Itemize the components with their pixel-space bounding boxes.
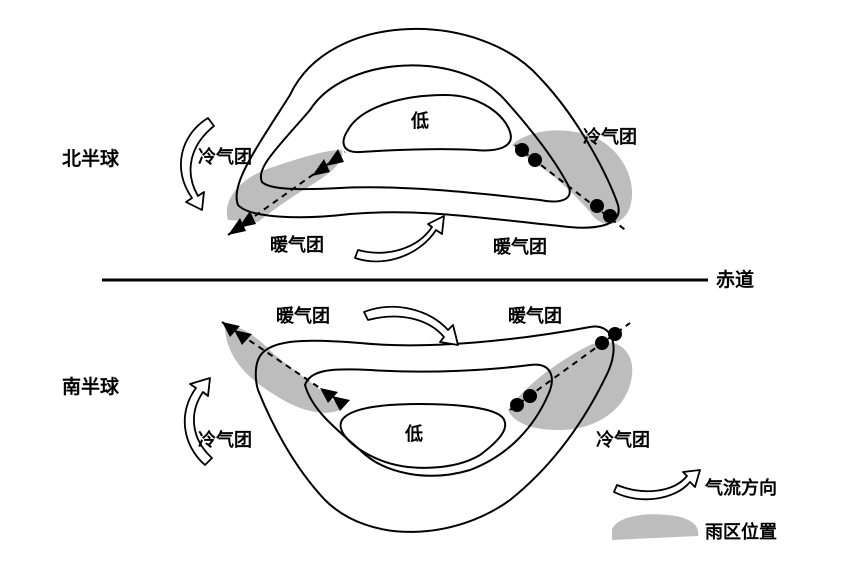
warm-front-south-semicircle [595,336,609,350]
rain-area-south-cold-front [225,326,342,413]
equator-label: 赤道 [716,268,754,291]
warm-front-north-semicircle [528,153,542,167]
warm-front-south-semicircle [510,398,524,412]
warm-front-north-semicircle [590,199,604,213]
legend-airflow-arrow-icon [613,469,701,501]
isobar-north-middle [259,64,571,203]
cold-air-mass-label-south-right: 冷气团 [596,429,650,451]
cold-front-south-triangle [320,388,338,403]
cold-front-north-triangle [228,218,246,235]
isobar-north-inner [342,93,512,154]
northern-hemisphere-label: 北半球 [62,147,120,170]
cold-air-mass-label-north-right: 冷气团 [583,126,637,148]
warm-air-mass-label-north-right: 暖气团 [493,236,547,258]
cold-front-south-triangle [234,330,252,345]
warm-air-mass-label-south-right: 暖气团 [508,305,562,327]
rain-area-north-warm-front [512,130,633,224]
northern-hemisphere-system [180,27,633,263]
legend-rain-area-swatch [612,514,699,540]
cold-front-south-triangle [332,396,350,411]
legend-rain-area-label: 雨区位置 [705,521,777,543]
warm-front-north-semicircle [603,209,617,223]
isobar-south-inner [339,402,507,469]
airflow-arrow-north-warm [354,215,445,263]
cold-front-south-triangle [222,322,240,337]
airflow-arrow-south-warm [363,305,459,346]
airflow-arrow-north-cold [180,117,215,211]
warm-front-north-semicircle [515,143,529,157]
warm-front-south-semicircle [523,389,537,403]
warm-air-mass-label-south-left: 暖气团 [276,305,330,327]
cold-front-north-triangle [326,149,344,166]
warm-air-mass-label-north-left: 暖气团 [270,234,324,256]
warm-front-south-semicircle [608,327,622,341]
low-pressure-label-south: 低 [404,423,423,445]
legend [612,469,701,540]
southern-hemisphere-system [183,305,633,533]
southern-hemisphere-label: 南半球 [62,375,120,398]
isobar-south-outer [254,325,615,533]
legend-airflow-label: 气流方向 [704,477,777,499]
cold-front-north-triangle [238,211,256,228]
isobar-north-outer [235,27,620,229]
rain-area-south-warm-front [508,341,633,430]
cold-front-north-triangle [312,159,330,176]
airflow-arrow-south-cold [183,377,213,466]
low-pressure-label-north: 低 [410,110,429,132]
cold-air-mass-label-north-left: 冷气团 [198,146,252,168]
cold-air-mass-label-south-left: 冷气团 [198,429,252,451]
rain-area-north-cold-front [226,150,343,222]
